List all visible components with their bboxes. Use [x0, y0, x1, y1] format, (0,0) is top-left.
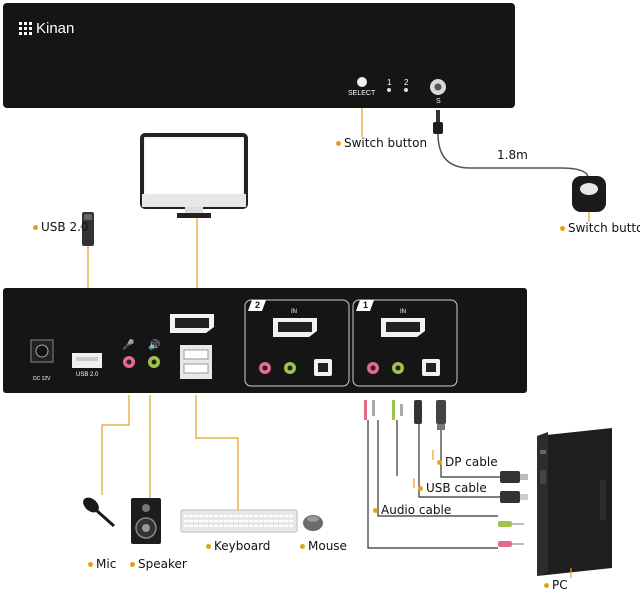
- kinan-logo-icon: [19, 22, 32, 35]
- usb20-port-label: USB 2.0: [76, 372, 99, 378]
- pc-tower-icon: [537, 428, 612, 576]
- cable-length-label: 1.8m: [497, 148, 528, 162]
- audio-cable-label: Audio cable: [373, 503, 451, 517]
- audio-cable-line: [377, 420, 498, 517]
- remote-switch-icon: [572, 176, 606, 212]
- usb-stick-icon: [82, 212, 94, 246]
- select-button[interactable]: [357, 77, 367, 87]
- usb-cable-line: [418, 424, 500, 498]
- switch-button-label: Switch button: [336, 136, 427, 150]
- monitor-icon: [140, 133, 248, 218]
- svg-text:🎤: 🎤: [122, 338, 135, 351]
- dp-cable-line: [440, 430, 500, 478]
- speaker-icon: [131, 498, 161, 544]
- s-label: S: [436, 98, 441, 105]
- port-group-1: [352, 299, 458, 387]
- speaker-label: Speaker: [130, 557, 187, 571]
- mouse-icon: [303, 515, 323, 531]
- port-group-2: [244, 299, 350, 387]
- led-2: [404, 88, 408, 92]
- mic-label: Mic: [88, 557, 116, 571]
- badge-1-shape: [356, 300, 374, 311]
- usb-cable-label: USB cable: [418, 481, 487, 495]
- dc-label: DC 12V: [33, 376, 51, 382]
- in-label-2: IN: [291, 309, 297, 315]
- badge-2: 2: [255, 300, 261, 310]
- keyboard-label: Keyboard: [206, 539, 270, 553]
- port-2-label: 2: [404, 78, 409, 87]
- remote-cable: [437, 133, 589, 179]
- svg-text:🔊: 🔊: [148, 338, 160, 351]
- usb20-label: USB 2.0: [33, 220, 89, 234]
- mouse-label: Mouse: [300, 539, 347, 553]
- cable-plugs: [364, 400, 446, 430]
- keyboard-icon: [180, 509, 298, 533]
- port-1-label: 1: [387, 78, 392, 87]
- mic-icon: [83, 497, 115, 528]
- badge-2-shape: [248, 300, 266, 311]
- kvm-front-panel: [3, 3, 515, 108]
- badge-1: 1: [363, 300, 369, 310]
- pc-label: PC: [544, 578, 568, 592]
- remote-switch-label: Switch button: [560, 221, 640, 235]
- brand-logo-text: Kinan: [36, 20, 75, 37]
- select-label: SELECT: [348, 90, 376, 97]
- dp-cable-label: DP cable: [437, 455, 498, 469]
- led-1: [387, 88, 391, 92]
- in-label-1: IN: [400, 309, 406, 315]
